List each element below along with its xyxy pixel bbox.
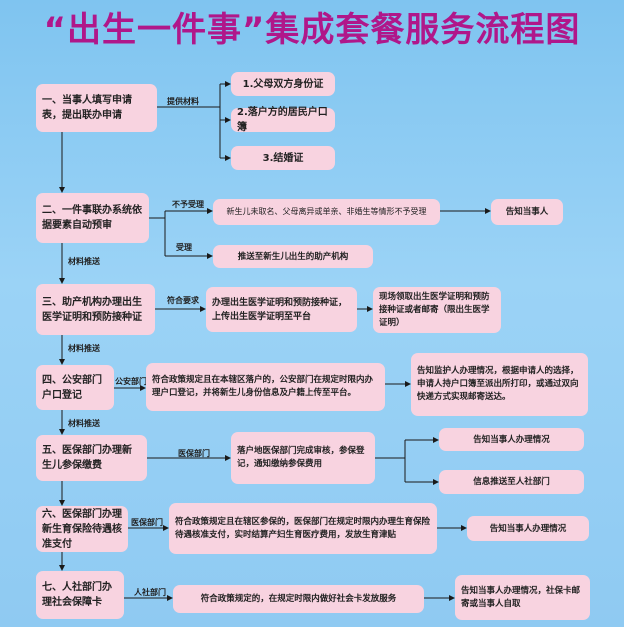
step-5-result-2-text: 信息推送至人社部门 bbox=[473, 477, 550, 487]
step-6-action-box: 符合政策规定且在辖区参保的，医保部门在规定时限内办理生育保险待遇核准支付，实时结… bbox=[169, 503, 437, 554]
step-4-box: 四、公安部门户口登记 bbox=[36, 365, 114, 410]
step-3-result-text: 现场领取出生医学证明和预防接种证或者邮寄（限出生医学证明） bbox=[379, 291, 490, 328]
step-2-box: 二、一件事联办系统依据要素自动预审 bbox=[36, 193, 149, 243]
material-item-3-text: 3.结婚证 bbox=[262, 152, 304, 164]
step-7-result-text: 告知当事人办理情况，社保卡邮寄或当事人自取 bbox=[461, 585, 581, 609]
step-4-label: 公安部门 bbox=[115, 377, 147, 386]
step-7-box: 七、人社部门办理社会保障卡 bbox=[36, 571, 124, 619]
material-item-1-text: 1.父母双方身份证 bbox=[242, 78, 324, 90]
push-label-1: 材料推送 bbox=[68, 257, 100, 266]
step-1-box: 一、当事人填写申请表，提出联办申请 bbox=[36, 84, 157, 132]
step-3-label: 符合要求 bbox=[167, 296, 199, 305]
step-6-action-text: 符合政策规定且在辖区参保的，医保部门在规定时限内办理生育保险待遇核准支付，实时结… bbox=[175, 516, 431, 540]
step-3-box: 三、助产机构办理出生医学证明和预防接种证 bbox=[36, 284, 155, 335]
push-label-3: 材料推送 bbox=[68, 419, 100, 428]
step-5-action-box: 落户地医保部门完成审核，参保登记，通知缴纳参保费用 bbox=[231, 432, 375, 484]
step-6-result-text: 告知当事人办理情况 bbox=[489, 523, 567, 534]
step-6-result-box: 告知当事人办理情况 bbox=[467, 516, 589, 541]
step-4-text: 四、公安部门户口登记 bbox=[42, 374, 102, 401]
step-3-text: 三、助产机构办理出生医学证明和预防接种证 bbox=[42, 296, 142, 323]
accept-label: 受理 bbox=[176, 243, 192, 252]
step-7-text: 七、人社部门办理社会保障卡 bbox=[42, 582, 112, 608]
step-4-action-box: 符合政策规定且在本辖区落户的，公安部门在规定时限内办理户口登记，并将新生儿身份信… bbox=[146, 363, 385, 411]
step-5-box: 五、医保部门办理新生儿参保缴费 bbox=[36, 435, 147, 481]
materials-label: 提供材料 bbox=[167, 97, 199, 106]
material-item-1: 1.父母双方身份证 bbox=[231, 72, 335, 96]
step-4-action-text: 符合政策规定且在本辖区落户的，公安部门在规定时限内办理户口登记，并将新生儿身份信… bbox=[152, 375, 374, 398]
step-3-action-text: 办理出生医学证明和预防接种证，上传出生医学证明至平台 bbox=[212, 297, 348, 322]
step-6-box: 六、医保部门办理新生育保险待遇核准支付 bbox=[36, 506, 128, 552]
step-5-text: 五、医保部门办理新生儿参保缴费 bbox=[42, 445, 132, 471]
step-7-label: 人社部门 bbox=[134, 588, 166, 597]
step-3-result-box: 现场领取出生医学证明和预防接种证或者邮寄（限出生医学证明） bbox=[373, 287, 501, 333]
step-5-label: 医保部门 bbox=[178, 449, 210, 458]
step-3-action-box: 办理出生医学证明和预防接种证，上传出生医学证明至平台 bbox=[206, 287, 357, 332]
step-5-result-2-box: 信息推送至人社部门 bbox=[439, 470, 584, 494]
accept-box: 推送至新生儿出生的助产机构 bbox=[213, 245, 373, 268]
step-2-text: 二、一件事联办系统依据要素自动预审 bbox=[42, 205, 142, 231]
reject-result-text: 告知当事人 bbox=[505, 207, 549, 217]
material-item-2-text: 2.落户方的居民户口簿 bbox=[237, 107, 328, 133]
material-item-2: 2.落户方的居民户口簿 bbox=[231, 107, 335, 133]
step-7-action-box: 符合政策规定的，在规定时限内做好社会卡发放服务 bbox=[173, 585, 424, 613]
reject-box: 新生儿未取名、父母离异或单亲、非婚生等情形不予受理 bbox=[213, 199, 440, 225]
step-5-result-1-box: 告知当事人办理情况 bbox=[439, 428, 584, 451]
reject-label: 不予受理 bbox=[172, 200, 204, 209]
step-6-text: 六、医保部门办理新生育保险待遇核准支付 bbox=[42, 508, 122, 550]
step-4-result-text: 告知监护人办理情况，根据申请人的选择，申请人持户口簿至派出所打印，或通过双向快递… bbox=[417, 366, 579, 402]
push-label-2: 材料推送 bbox=[68, 344, 100, 353]
step-7-result-box: 告知当事人办理情况，社保卡邮寄或当事人自取 bbox=[455, 575, 590, 620]
reject-result-box: 告知当事人 bbox=[491, 199, 563, 225]
step-5-result-1-text: 告知当事人办理情况 bbox=[473, 434, 550, 445]
step-4-result-box: 告知监护人办理情况，根据申请人的选择，申请人持户口簿至派出所打印，或通过双向快递… bbox=[411, 353, 588, 416]
material-item-3: 3.结婚证 bbox=[231, 146, 335, 170]
reject-text: 新生儿未取名、父母离异或单亲、非婚生等情形不予受理 bbox=[226, 207, 427, 216]
step-1-text: 一、当事人填写申请表，提出联办申请 bbox=[42, 95, 132, 121]
step-7-action-text: 符合政策规定的，在规定时限内做好社会卡发放服务 bbox=[200, 594, 397, 604]
step-5-action-text: 落户地医保部门完成审核，参保登记，通知缴纳参保费用 bbox=[237, 446, 365, 469]
accept-text: 推送至新生儿出生的助产机构 bbox=[237, 251, 349, 262]
page-title: “出生一件事”集成套餐服务流程图 bbox=[43, 10, 581, 50]
step-6-label: 医保部门 bbox=[131, 518, 163, 527]
